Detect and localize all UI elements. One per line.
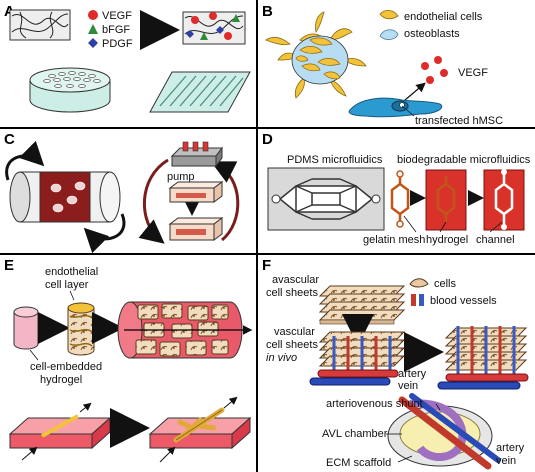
secretion-arrow: [404, 82, 426, 101]
channel-slab: [8, 402, 112, 461]
panel-c: C pump: [4, 131, 240, 254]
cell-embedded-label: cell-embedded: [30, 361, 102, 373]
perfusion-chamber-upper: [168, 181, 224, 203]
hydrogel-label: hydrogel: [426, 234, 468, 246]
porous-scaffold-disk: [29, 67, 111, 113]
artery-label-2: artery: [496, 442, 525, 454]
hydrogel-label-e: hydrogel: [40, 374, 82, 386]
branched-slab: [148, 396, 252, 463]
channel-label: channel: [476, 234, 515, 246]
legend-vegf: VEGF: [102, 10, 132, 22]
pdms-title: PDMS microfluidics: [287, 154, 383, 166]
panel-label-f: F: [262, 257, 271, 274]
hydrogel-mesh-loaded: [182, 11, 246, 45]
vegf-symbol: [88, 10, 98, 20]
panel-label-e: E: [4, 257, 14, 274]
coated-construct: [67, 302, 95, 356]
panel-label-b: B: [262, 3, 273, 20]
legend-bfgf: bFGF: [102, 24, 130, 36]
artery-label: artery: [398, 368, 427, 380]
grooved-scaffold: [149, 71, 251, 113]
osteoblast-icon: [379, 29, 399, 40]
panel-f: F avascular cell sheets cells blood vess…: [262, 257, 529, 470]
vessel-blue-icon: [419, 294, 424, 306]
hydrogel-block: [425, 169, 467, 231]
cells-icon: [409, 278, 429, 288]
stacked-vascular-sheets: [437, 326, 529, 390]
pdms-device: [267, 167, 385, 231]
vein-label-2: vein: [496, 455, 516, 467]
assembled-tissue: [117, 301, 243, 359]
perfusion-chamber-lower: [168, 217, 224, 241]
panel-e: E endothelial cell layer cell-embedded h…: [4, 257, 253, 463]
pump-label: pump: [167, 171, 195, 183]
hydrogel-cylinder: [13, 306, 39, 350]
pump-icon: [170, 141, 223, 168]
cell-pointer: [401, 105, 415, 117]
endothelial-spheroid: [265, 11, 367, 99]
panel-label-c: C: [4, 131, 15, 148]
endothelial-cell-icon: [379, 10, 399, 20]
f-legend: cells blood vessels: [409, 278, 497, 307]
vegf-dots: [421, 56, 448, 84]
panel-label-d: D: [262, 131, 273, 148]
vascular-cell-sheets: [309, 331, 406, 386]
pdgf-symbol: [88, 38, 98, 48]
legend-endothelial: endothelial cells: [404, 11, 483, 23]
biodegradable-title: biodegradable microfluidics: [397, 154, 531, 166]
in-vivo-label: in vivo: [266, 352, 297, 364]
rotating-bioreactor: [5, 140, 126, 254]
vascular-label-line1: vascular: [274, 326, 315, 338]
gelatin-mesh-label: gelatin mesh: [363, 234, 425, 246]
hydrogel-mesh-empty: [9, 9, 71, 41]
vegf-label: VEGF: [458, 67, 488, 79]
vein-label: vein: [398, 380, 418, 392]
legend-blood-vessels: blood vessels: [430, 295, 497, 307]
panel-d: D PDMS microfluidics biodegradable micro…: [262, 131, 531, 246]
legend-osteoblasts: osteoblasts: [404, 28, 460, 40]
avascular-cell-sheets: [318, 285, 406, 325]
gelatin-mesh-template: [390, 170, 410, 228]
panel-a: A VEGF bFGF PDGF: [4, 3, 251, 113]
avascular-label-line2: cell sheets: [266, 287, 318, 299]
vessel-red-icon: [411, 294, 416, 306]
shunt-label: arteriovenous shunt: [326, 398, 423, 410]
avl-chamber-label: AVL chamber: [322, 428, 388, 440]
perfusion-circuit: [138, 158, 240, 244]
endothelial-label-line2: cell layer: [45, 279, 89, 291]
transfected-hmsc-label: transfected hMSC: [415, 115, 503, 127]
ecm-scaffold-label: ECM scaffold: [326, 457, 391, 469]
growth-factor-legend: VEGF bFGF PDGF: [88, 10, 133, 50]
legend-pdgf: PDGF: [102, 38, 133, 50]
bfgf-symbol: [88, 24, 98, 34]
cell-legend: endothelial cells osteoblasts: [379, 10, 483, 40]
legend-cells: cells: [434, 278, 457, 290]
vascular-label-line2: cell sheets: [266, 339, 318, 351]
channel-block: [483, 169, 525, 231]
avascular-label-line1: avascular: [272, 274, 319, 286]
panel-b: B endotheli: [262, 3, 503, 127]
endothelial-label-line1: endothelial: [45, 266, 98, 278]
transfected-hmsc-cell: [348, 97, 443, 118]
